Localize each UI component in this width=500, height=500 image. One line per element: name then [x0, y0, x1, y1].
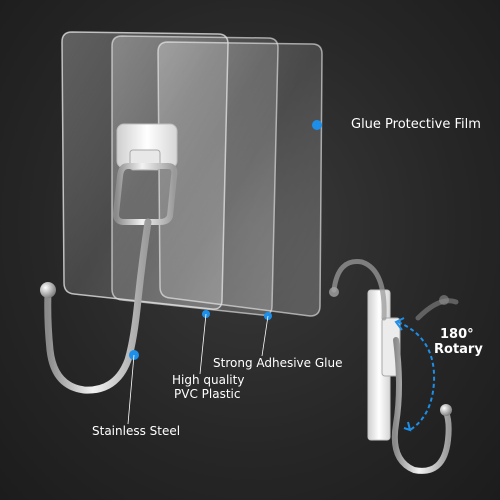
pvc-label-line1: High quality	[172, 373, 245, 387]
stainless-steel-label: Stainless Steel	[92, 424, 181, 438]
stainless-steel-hook	[40, 123, 178, 394]
glue-protective-film-label: Glue Protective Film	[351, 117, 481, 132]
pvc-plastic-sheet	[61, 31, 229, 310]
rotary-degree-label: 180°	[440, 327, 474, 342]
callout-markers	[127, 120, 322, 425]
side-view-hook	[329, 259, 459, 474]
rotation-arrow-icon	[394, 317, 436, 432]
pvc-label-line2: PVC Plastic	[174, 387, 241, 401]
rotary-label: Rotary	[434, 342, 483, 357]
strong-adhesive-glue-label: Strong Adhesive Glue	[213, 356, 343, 370]
